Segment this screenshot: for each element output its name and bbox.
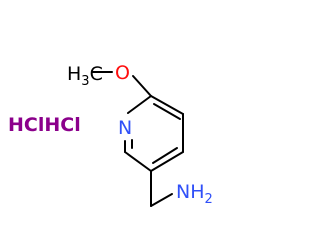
methyl-c: C [90, 63, 103, 85]
structure-diagram: H3C O N NH2 HClHCl [8, 62, 213, 207]
bond-methylene-amine [150, 193, 173, 207]
bond-ring-n-c2 [127, 95, 152, 114]
bond-ring-c4-c5 [150, 151, 184, 172]
nitrogen-label: N [118, 117, 132, 139]
bond-lines [91, 71, 184, 207]
bond-ring-c4-c5-inner [152, 147, 178, 164]
bond-ring-c2-c3-inner [153, 103, 181, 120]
bond-ring-c2-c3 [150, 95, 184, 115]
amine-label: NH2 [176, 181, 213, 207]
molecule-canvas: H3C O N NH2 HClHCl [8, 62, 213, 207]
oxygen-label: O [115, 62, 130, 84]
salt-label: HClHCl [8, 114, 81, 136]
methyl-label: H3C [67, 63, 103, 89]
bond-oxygen-ring [132, 75, 152, 97]
bond-ring-c5-c6 [124, 151, 152, 172]
methyl-subscript: 3 [81, 74, 89, 89]
amine-subscript: 2 [205, 192, 213, 207]
amine-nh: NH [176, 181, 205, 203]
methyl-h: H [67, 63, 81, 85]
